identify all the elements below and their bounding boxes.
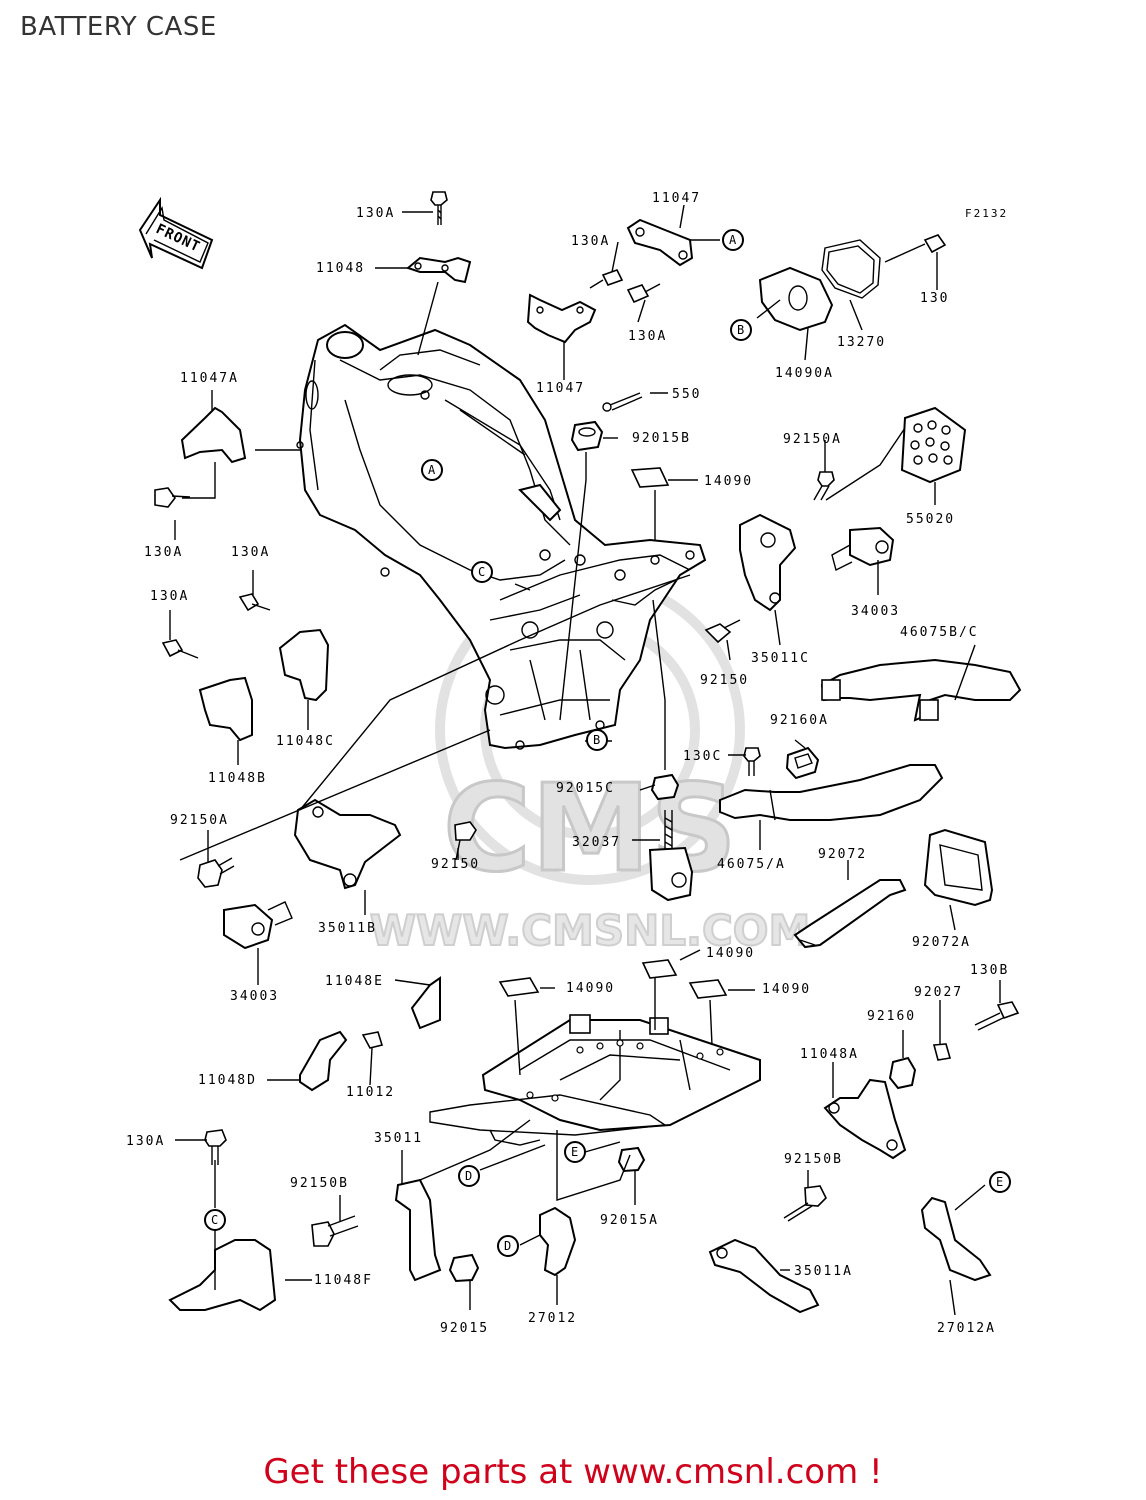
part-label: 92072 (818, 847, 867, 862)
part-label: 14090A (775, 366, 834, 381)
callout-label: E (996, 1175, 1003, 1189)
part-label: 11047 (536, 381, 585, 396)
part-label: 92150 (700, 673, 749, 688)
part-label: 27012 (528, 1311, 577, 1326)
part-label: 130A (231, 545, 270, 560)
part-label: 130A (628, 329, 667, 344)
part-label: 27012A (937, 1321, 996, 1336)
part-label: 11048F (314, 1273, 373, 1288)
battery-case-frame (429, 1014, 761, 1146)
part-label: 92160A (770, 713, 829, 728)
part-label: 55020 (906, 512, 955, 527)
leader-lines (169, 204, 1001, 1316)
part-label: 130C (683, 749, 722, 764)
part-label: 92150B (784, 1152, 843, 1167)
callout-label: B (593, 733, 600, 747)
part-label: 92015 (440, 1321, 489, 1336)
part-label: 130A (356, 206, 395, 221)
callout-circles: A A B C B D E C D E (204, 229, 1011, 1257)
callout-label: C (478, 565, 485, 579)
part-label: 11047A (180, 371, 239, 386)
callout-e-circle (989, 1171, 1011, 1193)
part-label: 11048E (325, 974, 384, 989)
part-label: 92015A (600, 1213, 659, 1228)
part-label: 35011B (318, 921, 377, 936)
part-label: 14090 (566, 981, 615, 996)
part-label: 34003 (230, 989, 279, 1004)
callout-label: A (729, 233, 737, 247)
callout-b-circle (730, 319, 752, 341)
callout-c-circle (471, 561, 493, 583)
part-label: 14090 (706, 946, 755, 961)
part-label: 11048 (316, 261, 365, 276)
part-label: 35011C (751, 651, 810, 666)
front-arrow-icon: FRONT (138, 196, 214, 270)
part-label: 32037 (572, 835, 621, 850)
main-frame (296, 323, 707, 750)
part-label: 34003 (851, 604, 900, 619)
part-label: 92072A (912, 935, 971, 950)
part-label: 92160 (867, 1009, 916, 1024)
part-label: 11012 (346, 1085, 395, 1100)
part-label: 92150B (290, 1176, 349, 1191)
callout-label: A (428, 463, 436, 477)
part-labels: 130A 11048 130A 11047 130A 11047 550 130… (126, 191, 1009, 1336)
part-label: 11048A (800, 1047, 859, 1062)
page-title: BATTERY CASE (20, 12, 217, 42)
part-label: 35011A (794, 1264, 853, 1279)
callout-label: B (737, 323, 744, 337)
part-label: 46075/A (717, 857, 786, 872)
part-label: 130B (970, 963, 1009, 978)
callout-label: D (504, 1239, 511, 1253)
part-label: 130A (126, 1134, 165, 1149)
part-label: 92150A (783, 432, 842, 447)
part-label: 11048B (208, 771, 267, 786)
part-label: 14090 (762, 982, 811, 997)
callout-a-circle (421, 459, 443, 481)
callout-label: D (465, 1169, 472, 1183)
callout-b-circle (586, 729, 608, 751)
part-label: 550 (672, 387, 701, 402)
part-label: 92150A (170, 813, 229, 828)
part-label: 92015C (556, 781, 615, 796)
part-label: 11048C (276, 734, 335, 749)
part-label: 11047 (652, 191, 701, 206)
figure-code: F2132 (965, 207, 1008, 220)
footer-link[interactable]: Get these parts at www.cmsnl.com ! (263, 1452, 883, 1492)
part-label: 130A (571, 234, 610, 249)
part-label: 14090 (704, 474, 753, 489)
part-label: 13270 (837, 335, 886, 350)
callout-d-circle (497, 1235, 519, 1257)
part-label: 130 (920, 291, 949, 306)
part-label: 46075B/C (900, 625, 979, 640)
callout-label: E (571, 1145, 578, 1159)
part-label: 130A (144, 545, 183, 560)
callout-c-circle (204, 1209, 226, 1231)
part-label: 92015B (632, 431, 691, 446)
callout-e-circle (564, 1141, 586, 1163)
callout-label: C (211, 1213, 218, 1227)
parts-diagram: .ln { stroke: #000; stroke-width: 1.4; f… (126, 191, 1022, 1336)
part-label: 130A (150, 589, 189, 604)
callout-a-circle (722, 229, 744, 251)
callout-d-circle (458, 1165, 480, 1187)
part-label: 92150 (431, 857, 480, 872)
part-label: 35011 (374, 1131, 423, 1146)
part-label: 11048D (198, 1073, 257, 1088)
part-label: 92027 (914, 985, 963, 1000)
